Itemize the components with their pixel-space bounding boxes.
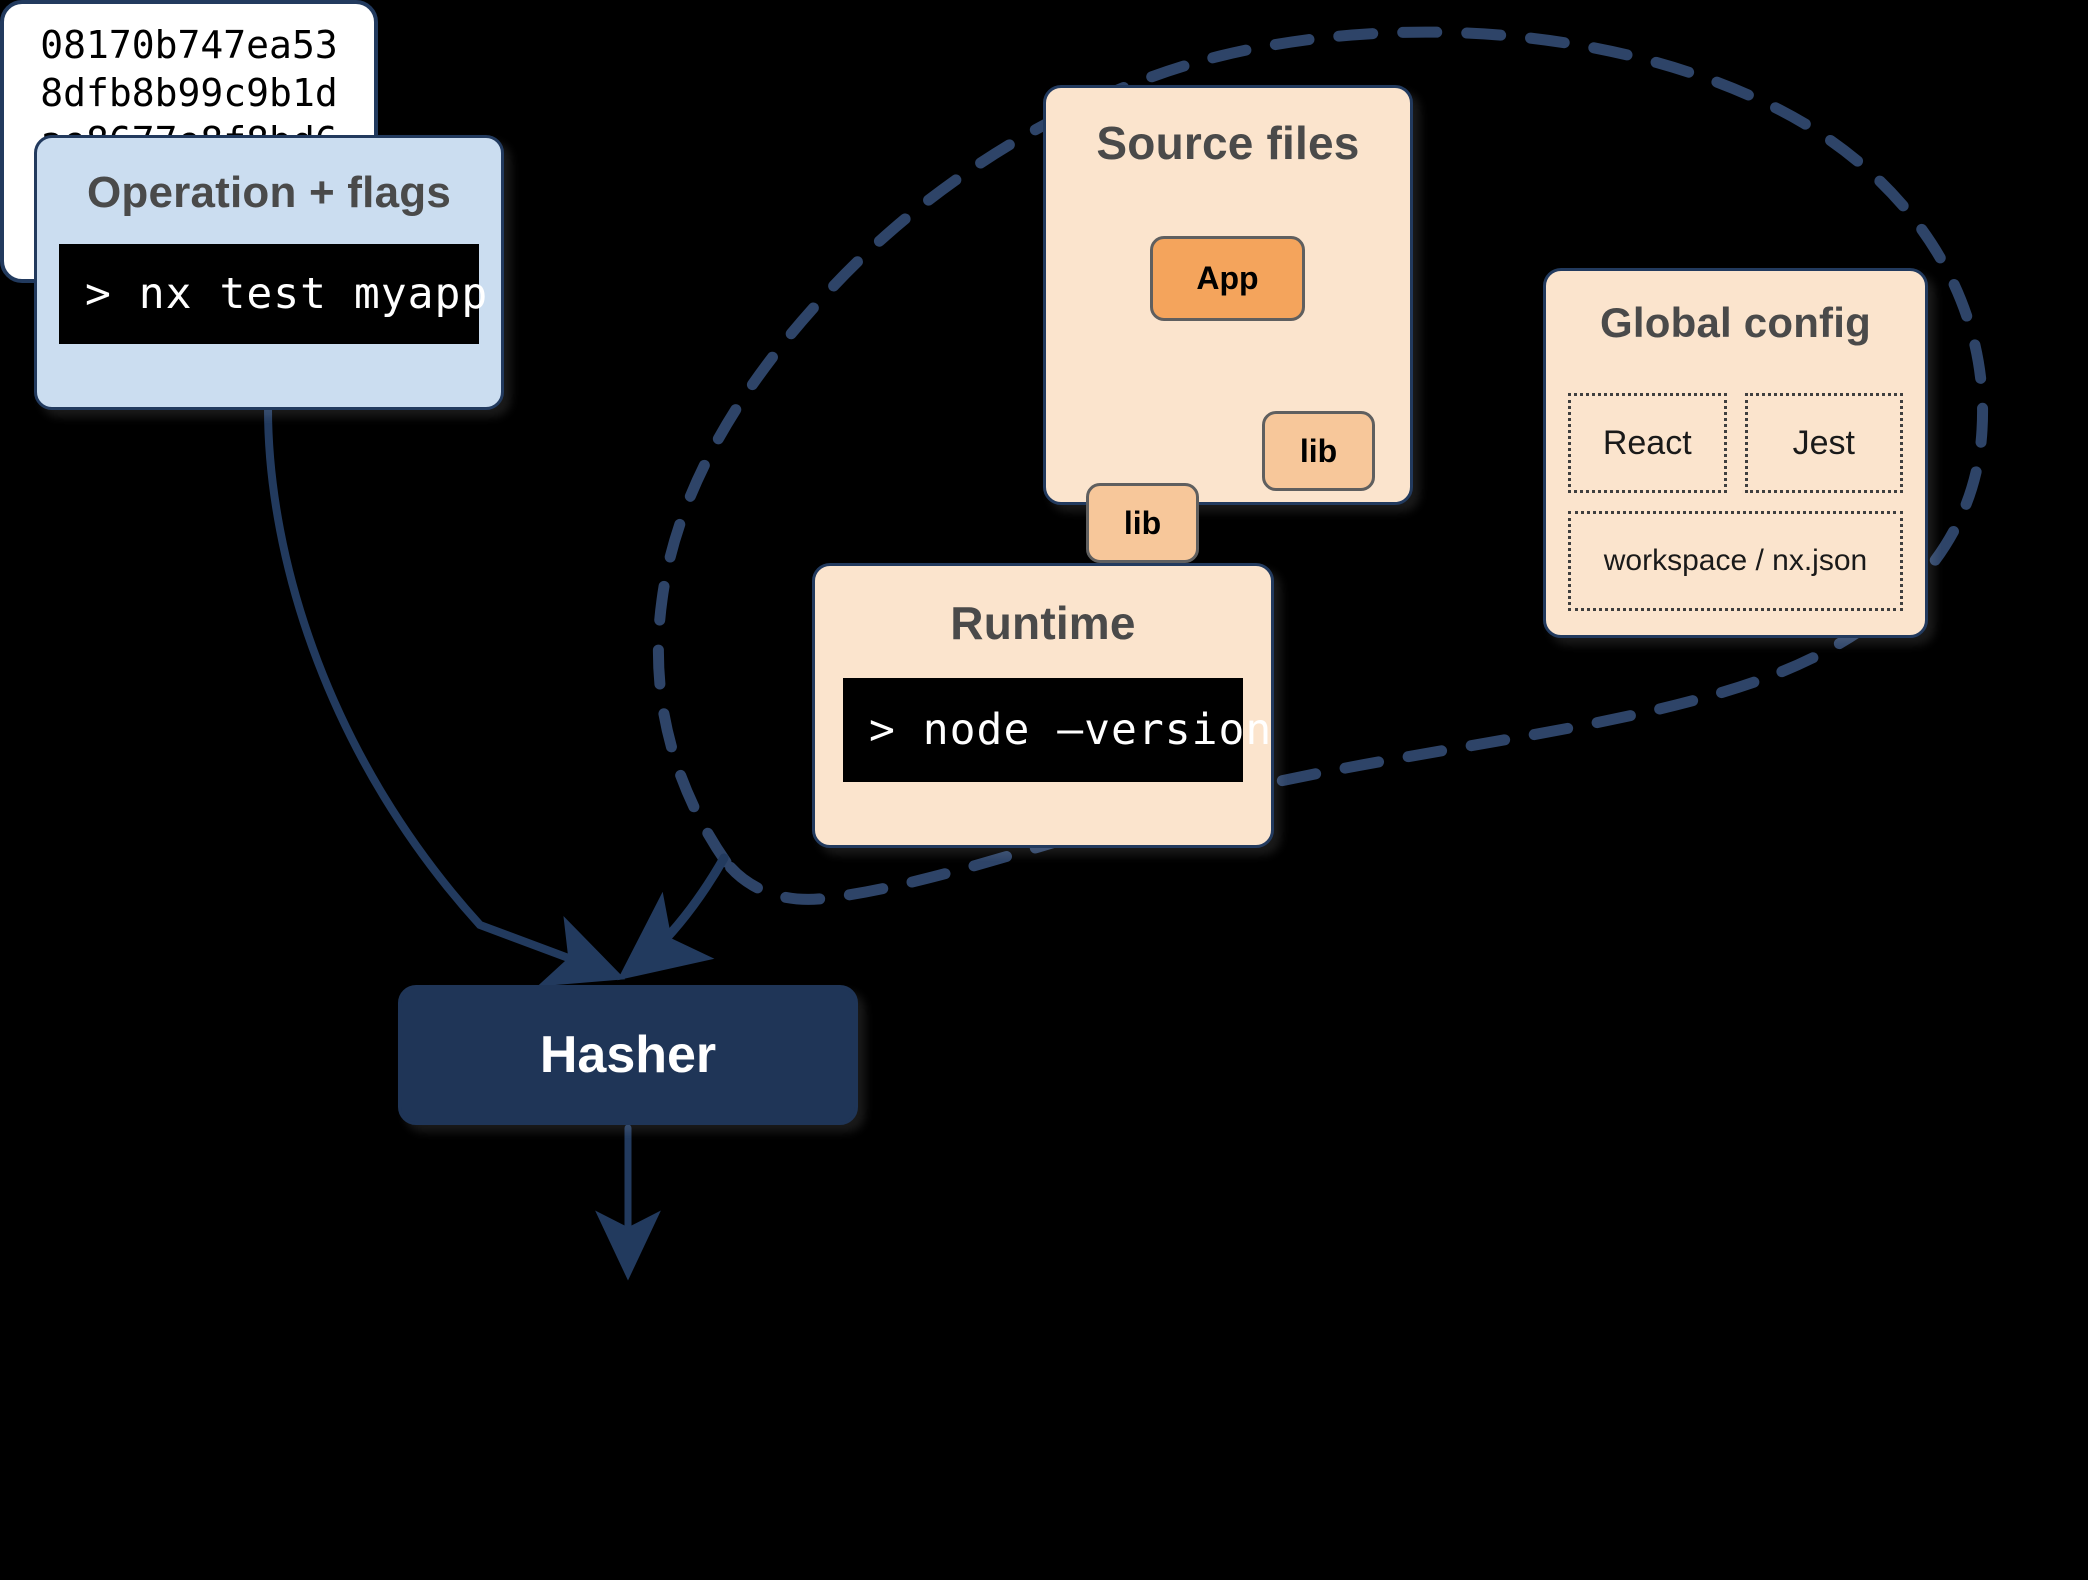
runtime-title: Runtime [950,597,1136,649]
source-files-card[interactable]: Source files App lib lib [1043,85,1413,563]
global-config-row-top: React Jest [1568,393,1903,493]
arrow-operation-to-hasher [264,404,626,987]
source-node-lib-left[interactable]: lib [1086,483,1199,563]
global-config-cell-react[interactable]: React [1568,393,1727,493]
runtime-terminal: > node –version [843,678,1271,782]
global-config-cell-workspace[interactable]: workspace / nx.json [1568,511,1903,611]
global-config-title: Global config [1600,299,1871,346]
runtime-command-text: > node –version [869,705,1273,755]
hasher-card[interactable]: Hasher [398,985,858,1125]
source-node-app[interactable]: App [1150,236,1305,321]
operation-flags-card[interactable]: Operation + flags > nx test myapp [34,135,504,410]
operation-command-text: > nx test myapp [85,269,489,319]
runtime-card[interactable]: Runtime > node –version [812,563,1274,848]
global-config-cell-jest[interactable]: Jest [1744,393,1903,493]
operation-terminal: > nx test myapp [59,244,487,344]
operation-flags-title: Operation + flags [86,168,452,217]
global-config-grid: React Jest workspace / nx.json [1568,393,1903,611]
source-files-title: Source files [1096,117,1360,169]
hasher-label: Hasher [539,1026,717,1084]
global-config-card[interactable]: Global config React Jest workspace / nx.… [1543,268,1928,638]
arrow-inputs-to-hasher [617,853,729,981]
source-node-lib-right[interactable]: lib [1262,411,1375,491]
